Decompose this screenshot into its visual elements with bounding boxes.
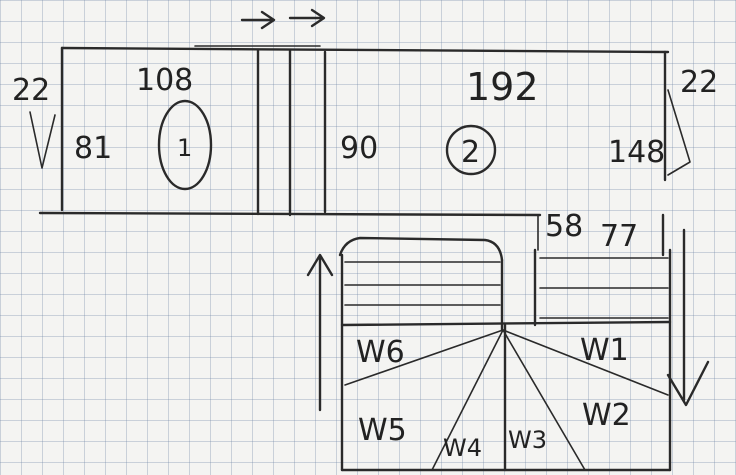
- room-1: 108 81 1: [74, 63, 213, 191]
- room-1-circle: [157, 99, 213, 191]
- wall-label-w1: W1: [580, 333, 629, 368]
- room-2-height: 148: [608, 135, 665, 170]
- lower-structure-outline: [338, 236, 672, 472]
- room-1-id: 1: [177, 134, 192, 162]
- up-arrow: [306, 253, 334, 412]
- right-box-a-label: 58: [545, 209, 583, 244]
- wall-label-w6: W6: [356, 335, 405, 370]
- right-box-labels: 58 77: [537, 209, 665, 257]
- down-arrow: [666, 228, 710, 407]
- right-box-b-label: 77: [600, 219, 638, 254]
- wall-label-w4: W4: [443, 434, 482, 462]
- room-2-id: 2: [461, 135, 480, 170]
- left-side-note: 22: [12, 73, 56, 169]
- right-side-note-label: 22: [680, 65, 718, 100]
- upper-room-outline: [38, 45, 670, 217]
- room-2-circle: [445, 124, 497, 176]
- wall-label-w3: W3: [508, 426, 547, 454]
- room-2: 192 90 2 148: [340, 65, 665, 176]
- room-2-width: 192: [466, 65, 539, 109]
- divider-height: 90: [340, 131, 378, 166]
- top-arrows: [240, 8, 326, 30]
- room-1-height: 81: [74, 131, 112, 166]
- wall-label-w5: W5: [358, 413, 407, 448]
- wall-labels: W6 W1 W5 W2 W4 W3: [356, 333, 631, 462]
- left-side-note-label: 22: [12, 73, 50, 108]
- room-1-width: 108: [136, 63, 193, 98]
- right-side-note: 22: [667, 65, 718, 176]
- wall-label-w2: W2: [582, 398, 631, 433]
